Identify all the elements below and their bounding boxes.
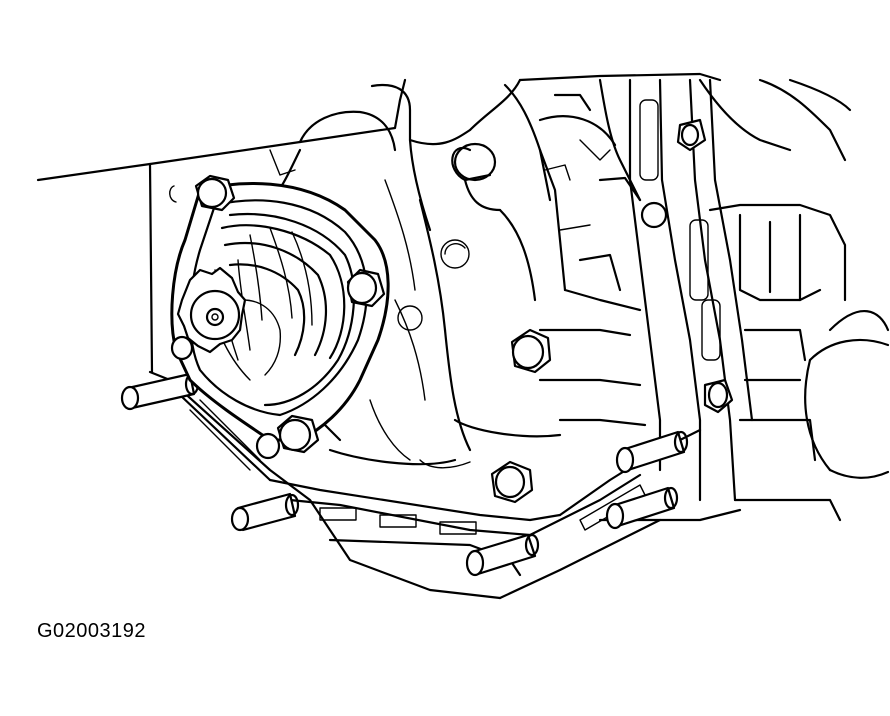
pump-bolt-right <box>346 268 386 308</box>
engine-block-outline <box>36 72 852 374</box>
figure-code: G02003192 <box>37 620 147 642</box>
vertical-bracket <box>628 78 754 502</box>
flange-bolt <box>490 460 534 504</box>
bracket-bolt-lower <box>703 378 734 414</box>
water-pump <box>170 181 390 442</box>
stud-right-lower <box>605 486 679 530</box>
pump-bolt-left <box>170 335 194 361</box>
center-bolt <box>510 328 552 374</box>
center-housing <box>397 93 668 452</box>
stud-right-upper <box>615 430 689 474</box>
stud-left-upper <box>120 372 200 411</box>
stud-bottom <box>465 533 540 577</box>
stud-left-lower <box>230 492 300 532</box>
pump-bolt-bottom <box>255 414 320 460</box>
small-hole-left <box>169 185 177 203</box>
surface-detail-lines <box>269 139 611 469</box>
pump-pulley-hub <box>176 266 247 354</box>
bracket-bolt-upper <box>676 118 707 152</box>
pump-bolt-top <box>194 174 236 212</box>
right-housing <box>598 203 890 522</box>
